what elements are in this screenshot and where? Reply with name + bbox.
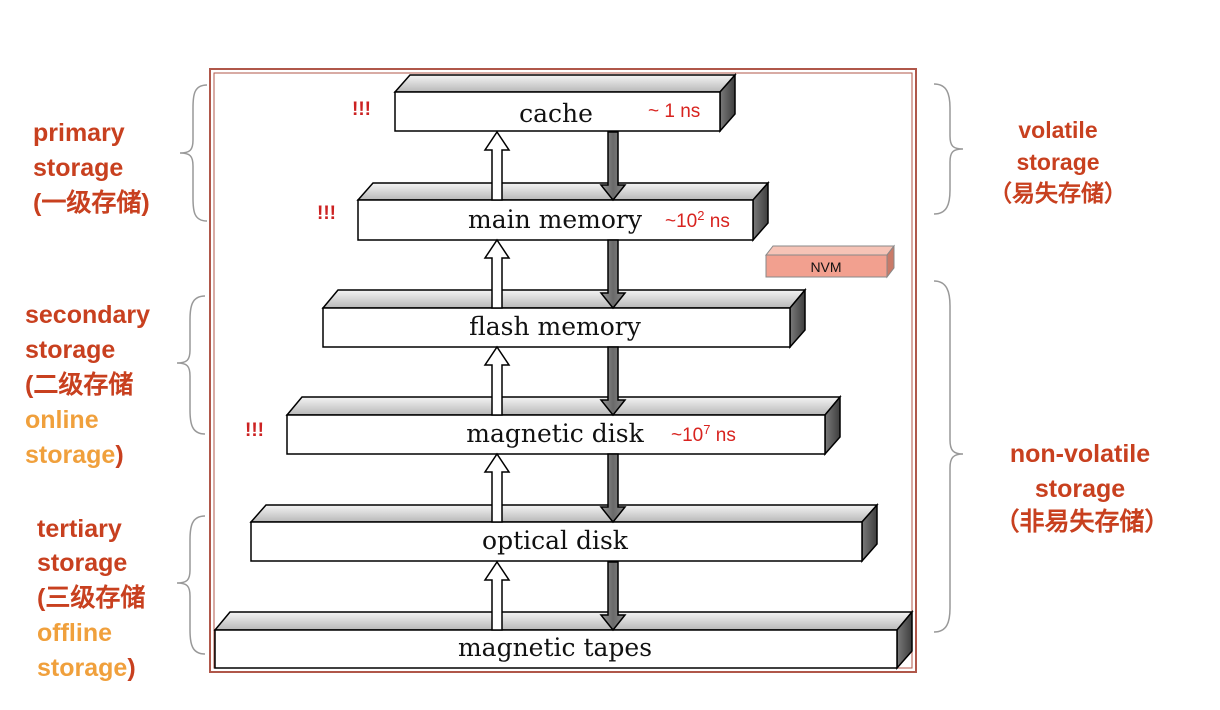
level-cache: cache ~ 1 ns bbox=[393, 73, 737, 133]
up-arrow bbox=[483, 560, 511, 631]
up-arrow bbox=[483, 345, 511, 416]
label-primary-storage: primary storage (一级存储) bbox=[33, 119, 150, 217]
level-flash-memory-label: flash memory bbox=[469, 312, 642, 341]
nvm-label: NVM bbox=[810, 259, 841, 275]
volatile-line3: （易失存储） bbox=[989, 180, 1127, 206]
nvm-box: NVM bbox=[764, 244, 896, 279]
label-nonvolatile-storage: non-volatile storage （非易失存储） bbox=[994, 440, 1169, 536]
volatile-line1: volatile bbox=[1018, 117, 1097, 143]
level-optical-disk: optical disk bbox=[249, 503, 879, 563]
marker-magnetic-disk: !!! bbox=[245, 420, 264, 441]
tertiary-line3: (三级存储 bbox=[37, 583, 145, 612]
arrows bbox=[483, 130, 627, 632]
level-cache-label: cache bbox=[519, 99, 593, 128]
primary-line1: primary bbox=[33, 119, 125, 147]
up-arrow bbox=[483, 238, 511, 309]
down-arrow bbox=[599, 561, 627, 632]
level-magnetic-tapes: magnetic tapes bbox=[213, 609, 914, 670]
down-arrow bbox=[599, 346, 627, 417]
tertiary-line4: offline bbox=[37, 619, 112, 647]
marker-main-memory: !!! bbox=[317, 203, 336, 224]
brace-secondary bbox=[176, 295, 206, 435]
down-arrow bbox=[599, 453, 627, 524]
level-flash-memory: flash memory bbox=[321, 287, 807, 349]
primary-line2: storage bbox=[33, 154, 123, 182]
down-arrow bbox=[599, 131, 627, 202]
brace-nonvolatile bbox=[933, 280, 964, 633]
level-magnetic-tapes-label: magnetic tapes bbox=[458, 633, 652, 662]
secondary-line4: online bbox=[25, 406, 99, 434]
level-magnetic-disk: magnetic disk ~107 ns bbox=[285, 394, 842, 456]
up-arrow bbox=[483, 130, 511, 201]
down-arrow bbox=[599, 239, 627, 310]
tertiary-line5: storage) bbox=[37, 654, 136, 682]
diagram-frame-inner bbox=[213, 72, 913, 669]
nonvolatile-line1: non-volatile bbox=[1010, 440, 1150, 468]
diagram-frame-outer bbox=[209, 68, 917, 673]
level-main-memory: main memory ~102 ns bbox=[356, 181, 770, 242]
nonvolatile-line2: storage bbox=[1035, 475, 1125, 503]
up-arrow bbox=[483, 452, 511, 523]
label-tertiary-storage: tertiary storage (三级存储 offline storage) bbox=[37, 515, 145, 682]
secondary-line1: secondary bbox=[25, 301, 150, 329]
brace-volatile bbox=[933, 83, 964, 215]
tertiary-line2: storage bbox=[37, 549, 127, 577]
level-optical-disk-label: optical disk bbox=[482, 526, 629, 555]
secondary-line3: (二级存储 bbox=[25, 370, 133, 399]
brace-tertiary bbox=[176, 515, 206, 655]
secondary-line5: storage) bbox=[25, 441, 124, 469]
level-magnetic-disk-timing: ~107 ns bbox=[671, 422, 736, 446]
level-cache-timing: ~ 1 ns bbox=[648, 101, 700, 122]
label-volatile-storage: volatile storage （易失存储） bbox=[989, 117, 1127, 206]
nonvolatile-line3: （非易失存储） bbox=[994, 507, 1169, 536]
marker-cache: !!! bbox=[352, 99, 371, 120]
level-main-memory-timing: ~102 ns bbox=[665, 208, 730, 232]
label-secondary-storage: secondary storage (二级存储 online storage) bbox=[25, 301, 150, 469]
volatile-line2: storage bbox=[1016, 149, 1099, 175]
primary-line3: (一级存储) bbox=[33, 188, 150, 217]
level-magnetic-disk-label: magnetic disk bbox=[466, 419, 644, 448]
level-main-memory-label: main memory bbox=[468, 205, 643, 234]
tertiary-line1: tertiary bbox=[37, 515, 122, 543]
secondary-line2: storage bbox=[25, 336, 115, 364]
brace-primary bbox=[179, 84, 208, 222]
